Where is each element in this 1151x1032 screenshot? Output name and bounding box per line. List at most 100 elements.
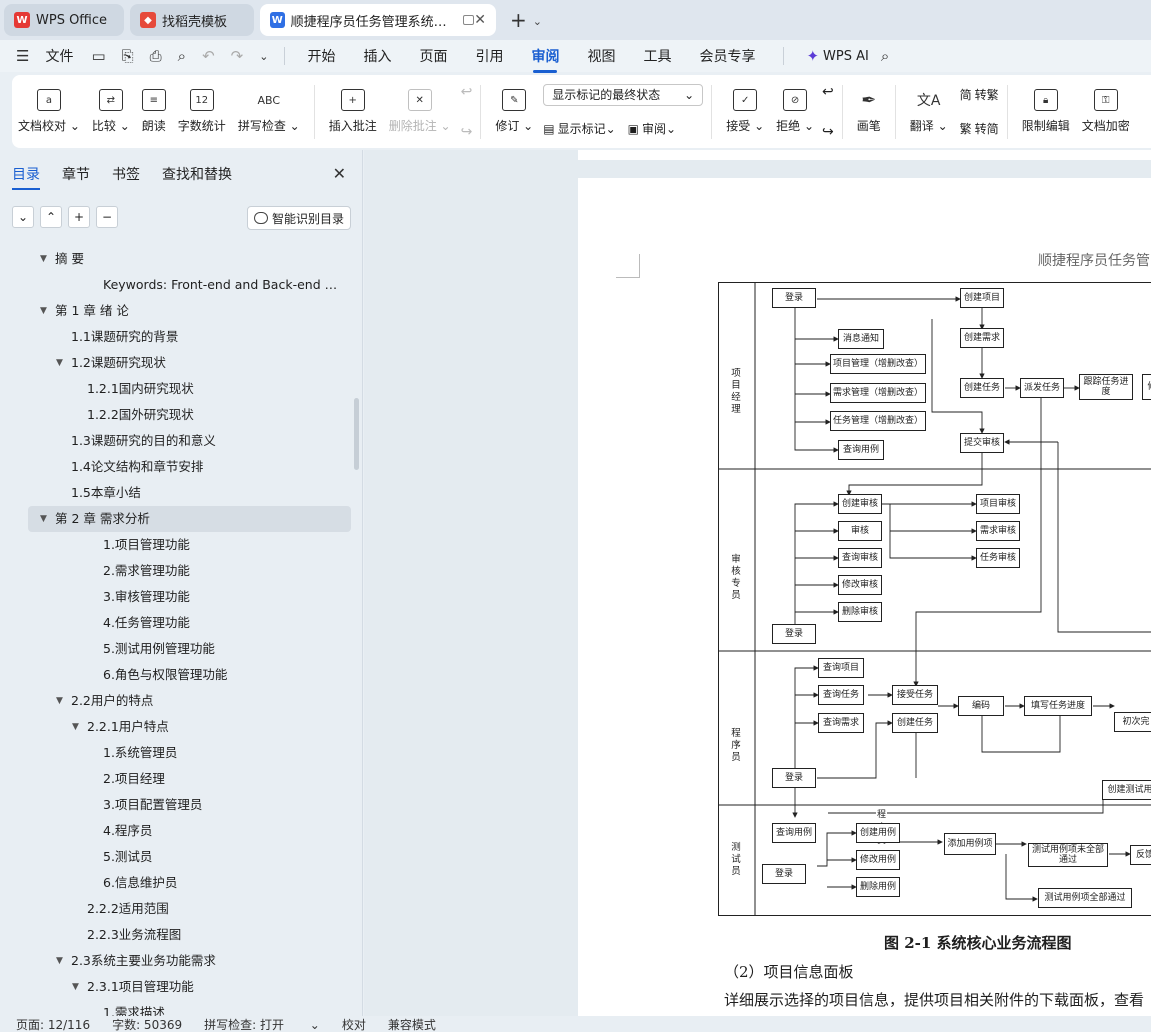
toc-item[interactable]: Keywords: Front-end and Back-end Sep… [28, 272, 351, 298]
doc-proof-button[interactable]: a 文档校对 ⌄ [12, 79, 86, 145]
menu-insert[interactable]: 插入 [363, 49, 392, 65]
chevron-down-icon[interactable]: ⌄ [259, 49, 269, 63]
toc-item[interactable]: 1.2.2国外研究现状 [28, 402, 351, 428]
undo-icon[interactable]: ↶ [202, 47, 215, 65]
menu-member[interactable]: 会员专享 [699, 49, 756, 65]
expand-triangle-icon[interactable]: ▼ [72, 722, 79, 732]
proof-status[interactable]: 校对 [341, 1017, 366, 1032]
toc-item[interactable]: 1.5本章小结 [28, 480, 351, 506]
toc-item[interactable]: 1.系统管理员 [28, 740, 351, 766]
toc-item[interactable]: ▼第 2 章 需求分析 [28, 506, 351, 532]
next-comment-icon[interactable]: ↪ [460, 123, 473, 140]
minus-icon[interactable]: − [96, 206, 118, 228]
to-traditional-button[interactable]: 简 转繁 [959, 88, 999, 102]
chevron-down-icon[interactable]: ⌄ [532, 15, 542, 28]
toc-item[interactable]: ▼1.2课题研究现状 [28, 350, 351, 376]
compare-button[interactable]: ⇄ 比较 ⌄ [86, 79, 136, 145]
toc-item[interactable]: 2.2.3业务流程图 [28, 922, 351, 948]
toc-item[interactable]: 5.测试用例管理功能 [28, 636, 351, 662]
toc-item[interactable]: 6.角色与权限管理功能 [28, 662, 351, 688]
toc-item[interactable]: 3.项目配置管理员 [28, 792, 351, 818]
toc-item[interactable]: ▼2.3系统主要业务功能需求 [28, 948, 351, 974]
toc-scrollbar[interactable] [354, 398, 359, 470]
accept-button[interactable]: ✓ 接受 ⌄ [720, 79, 770, 145]
tab-bookmarks[interactable]: 书签 [112, 167, 140, 183]
menu-review[interactable]: 审阅 [531, 46, 559, 73]
markup-state-select[interactable]: 显示标记的最终状态 ⌄ [543, 83, 704, 106]
restrict-edit-button[interactable]: 🔒︎ 限制编辑 [1016, 79, 1076, 145]
expand-triangle-icon[interactable]: ▼ [72, 982, 79, 992]
export-icon[interactable]: ⎘ [121, 47, 134, 65]
prev-comment-icon[interactable]: ↩ [460, 83, 473, 100]
tab-toc[interactable]: 目录 [12, 164, 40, 190]
expand-triangle-icon[interactable]: ▼ [56, 358, 63, 368]
close-icon[interactable]: ✕ [332, 164, 346, 183]
next-change-icon[interactable]: ↪ [822, 123, 834, 140]
toc-item[interactable]: ▼2.2.1用户特点 [28, 714, 351, 740]
word-count-button[interactable]: 12 字数统计 [172, 79, 232, 145]
toc-item[interactable]: 1.1课题研究的背景 [28, 324, 351, 350]
menu-tools[interactable]: 工具 [643, 49, 672, 65]
menu-view[interactable]: 视图 [587, 49, 616, 65]
tab-chapters[interactable]: 章节 [62, 167, 90, 183]
menu-references[interactable]: 引用 [475, 49, 504, 65]
toc-item[interactable]: 1.3课题研究的目的和意义 [28, 428, 351, 454]
expand-triangle-icon[interactable]: ▼ [40, 254, 47, 264]
smart-toc-button[interactable]: 智能识别目录 [247, 206, 351, 230]
show-markup-button[interactable]: ▤ 显示标记 ⌄ [543, 121, 616, 137]
tab-wps-office[interactable]: W WPS Office [4, 4, 124, 36]
tab-document[interactable]: W 顺捷程序员任务管理系统的设计 ✕ [260, 4, 496, 36]
tab-preview-icon[interactable] [463, 15, 475, 25]
word-count[interactable]: 字数: 50369 [112, 1017, 183, 1032]
new-tab-icon[interactable]: + [510, 8, 527, 32]
review-pane-button[interactable]: ▣ 审阅 ⌄ [627, 121, 677, 137]
page-indicator[interactable]: 页面: 12/116 [16, 1017, 91, 1032]
close-icon[interactable]: ✕ [474, 12, 486, 28]
plus-icon[interactable]: + [68, 206, 90, 228]
expand-triangle-icon[interactable]: ▼ [40, 306, 47, 316]
print-preview-icon[interactable]: ⌕ [177, 47, 187, 65]
spell-check-button[interactable]: ABC 拼写检查 ⌄ [232, 79, 306, 145]
toc-item[interactable]: 2.需求管理功能 [28, 558, 351, 584]
pen-button[interactable]: ✒ 画笔 [851, 79, 887, 145]
menu-page[interactable]: 页面 [419, 49, 448, 65]
toc-item[interactable]: 1.4论文结构和章节安排 [28, 454, 351, 480]
save-icon[interactable]: ▭ [91, 47, 106, 65]
track-changes-button[interactable]: ✎ 修订 ⌄ [489, 79, 539, 145]
toc-item[interactable]: 4.程序员 [28, 818, 351, 844]
spell-check-status[interactable]: 拼写检查: 打开 ⌄ [204, 1017, 320, 1032]
toc-item[interactable]: 2.2.2适用范围 [28, 896, 351, 922]
toc-item[interactable]: 1.项目管理功能 [28, 532, 351, 558]
toc-item[interactable]: 6.信息维护员 [28, 870, 351, 896]
read-aloud-button[interactable]: ≡ 朗读 [136, 79, 172, 145]
expand-triangle-icon[interactable]: ▼ [56, 956, 63, 966]
toc-item[interactable]: 1.2.1国内研究现状 [28, 376, 351, 402]
tab-docer-templates[interactable]: ◆ 找稻壳模板 [130, 4, 254, 36]
toc-item[interactable]: 4.任务管理功能 [28, 610, 351, 636]
tab-find-replace[interactable]: 查找和替换 [162, 167, 232, 183]
toc-item[interactable]: ▼2.3.1项目管理功能 [28, 974, 351, 1000]
toc-item[interactable]: 2.项目经理 [28, 766, 351, 792]
reject-button[interactable]: ⊘ 拒绝 ⌄ [770, 79, 820, 145]
chevron-up-icon[interactable]: ⌃ [40, 206, 62, 228]
menu-wps-ai[interactable]: WPS AI [823, 48, 869, 64]
chevron-down-icon[interactable]: ⌄ [12, 206, 34, 228]
translate-button[interactable]: 文A 翻译 ⌄ [904, 79, 954, 145]
menu-home[interactable]: 开始 [307, 49, 336, 65]
toc-item[interactable]: ▼第 1 章 绪 论 [28, 298, 351, 324]
toc-item[interactable]: ▼摘 要 [28, 246, 351, 272]
hamburger-icon[interactable]: ☰ [16, 47, 30, 65]
redo-icon[interactable]: ↷ [230, 47, 244, 65]
doc-encrypt-button[interactable]: ⚿ 文档加密 [1076, 79, 1136, 145]
expand-triangle-icon[interactable]: ▼ [56, 696, 63, 706]
menu-file[interactable]: 文件 [45, 49, 74, 65]
toc-item[interactable]: 3.审核管理功能 [28, 584, 351, 610]
insert-comment-button[interactable]: + 插入批注 [323, 79, 383, 145]
toc-item[interactable]: 5.测试员 [28, 844, 351, 870]
prev-change-icon[interactable]: ↩ [822, 83, 834, 100]
expand-triangle-icon[interactable]: ▼ [40, 514, 47, 524]
toc-item[interactable]: ▼2.2用户的特点 [28, 688, 351, 714]
search-icon[interactable]: ⌕ [880, 47, 890, 65]
delete-comment-button[interactable]: ✕ 删除批注 ⌄ [383, 79, 457, 145]
to-simplified-button[interactable]: 繁 转简 [959, 122, 999, 136]
